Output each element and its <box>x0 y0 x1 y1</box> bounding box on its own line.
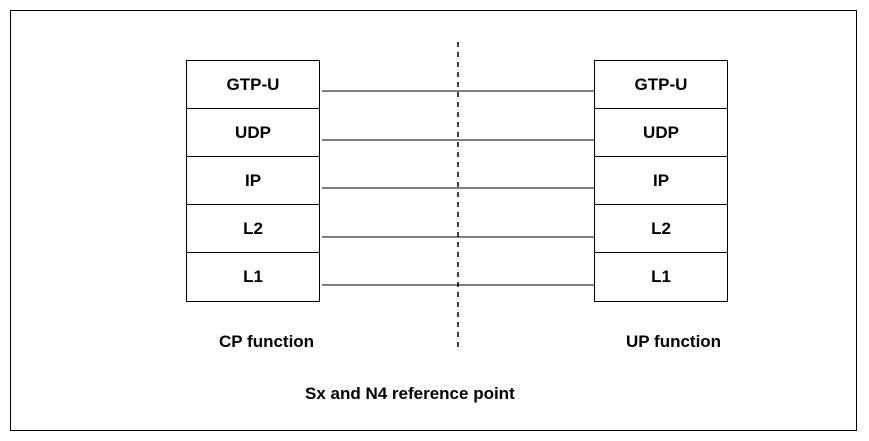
up-layer-gtpu: GTP-U <box>595 61 727 109</box>
up-layer-l2: L2 <box>595 205 727 253</box>
up-function-caption: UP function <box>626 332 722 351</box>
cp-function-caption: CP function <box>219 332 315 351</box>
cp-layer-gtpu: GTP-U <box>187 61 319 109</box>
reference-point-title: Sx and N4 reference point <box>305 384 515 403</box>
up-layer-l1: L1 <box>651 267 671 286</box>
cp-layer-l2: L2 <box>187 205 319 253</box>
up-layer-ip: IP <box>595 157 727 205</box>
cp-layer-l1: L1 <box>243 267 263 286</box>
cp-layer-ip: IP <box>187 157 319 205</box>
up-layer-udp: UDP <box>595 109 727 157</box>
up-protocol-stack: GTP-U UDP IP L2 L1 <box>594 60 728 302</box>
cp-layer-udp: UDP <box>187 109 319 157</box>
diagram-frame <box>10 10 857 431</box>
cp-protocol-stack: GTP-U UDP IP L2 L1 <box>186 60 320 302</box>
